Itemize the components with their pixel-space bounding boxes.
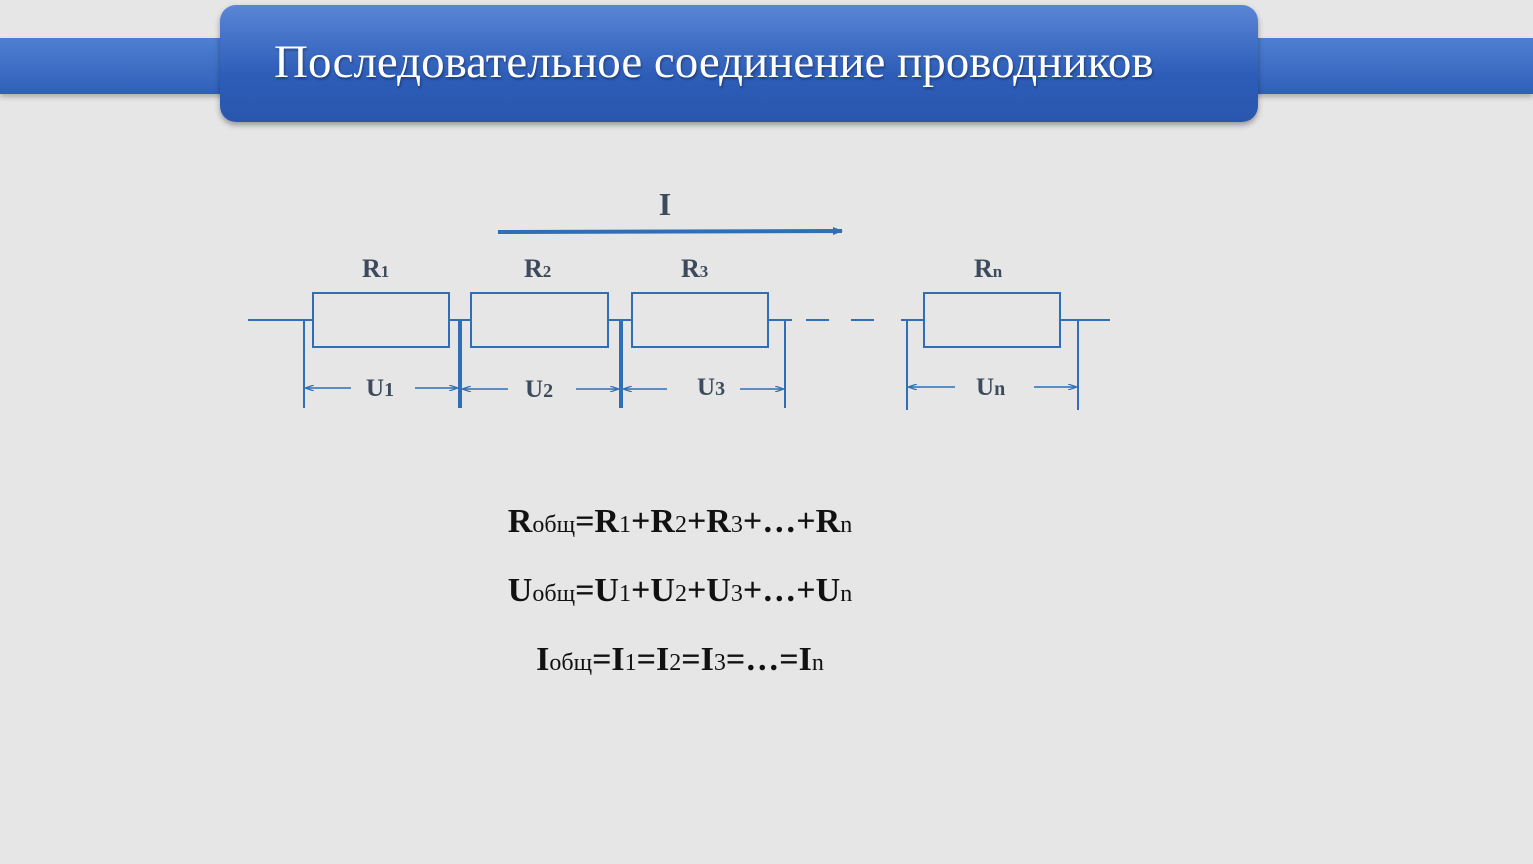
current-label: I [659,186,671,222]
formula-resistance: Rобщ=R1+R2+R3+…+Rn [507,503,853,540]
title-banner: Последовательное соединение проводников [220,5,1258,122]
voltage-label-u2: U2 [525,376,553,403]
resistor-label-r3: R3 [681,254,708,283]
formulas-block: Rобщ=R1+R2+R3+…+Rn Uобщ=U1+U2+U3+…+Un Iо… [400,497,960,704]
resistor-label-rn: Rn [974,254,1003,283]
formula-voltage: Uобщ=U1+U2+U3+…+Un [507,572,853,609]
resistor-r2 [470,292,609,348]
resistor-r3 [631,292,769,348]
slide-title: Последовательное соединение проводников [274,36,1154,88]
resistor-rn [923,292,1061,348]
resistor-label-r2: R2 [524,254,551,283]
voltage-label-u3: U3 [697,374,725,401]
resistor-r1 [312,292,450,348]
voltage-label-un: Un [976,374,1005,401]
current-arrow [497,227,843,236]
resistor-label-r1: R1 [362,254,389,283]
voltage-label-u1: U1 [366,375,394,402]
voltage-dimension-arrows [306,387,1076,389]
voltage-extension-lines [303,320,1079,410]
formula-current: Iобщ=I1=I2=I3=…=In [536,641,824,678]
